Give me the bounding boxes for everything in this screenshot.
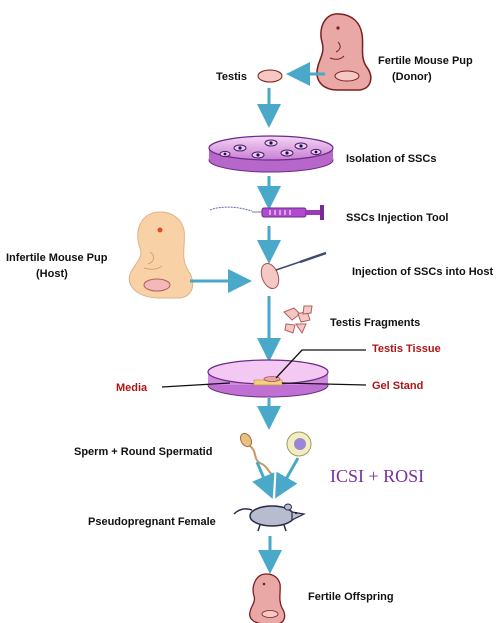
sperm-spermatid-label: Sperm + Round Spermatid (74, 446, 212, 458)
round-spermatid-icon (286, 431, 312, 457)
testis-injection-icon (260, 251, 327, 290)
injection-tool-icon (209, 205, 324, 220)
culture-dish-icon (207, 359, 329, 398)
mouse-icon (233, 503, 306, 532)
testis-tissue-label: Testis Tissue (372, 343, 441, 355)
pointer-gel-stand (281, 382, 367, 386)
injection-tool-label: SSCs Injection Tool (346, 212, 448, 224)
offspring-label: Fertile Offspring (308, 591, 394, 603)
donor-pup-icon (316, 13, 372, 91)
host-label-line1: Infertile Mouse Pup (6, 252, 108, 264)
media-label: Media (116, 382, 148, 394)
pseudopregnant-label: Pseudopregnant Female (88, 516, 216, 528)
icsi-rosi-label: ICSI + ROSI (330, 466, 424, 486)
testis-fragments-icon (283, 305, 313, 335)
isolation-label: Isolation of SSCs (346, 153, 436, 165)
donor-label-line1: Fertile Mouse Pup (378, 55, 473, 67)
testis-label: Testis (216, 71, 247, 83)
offspring-pup-icon (249, 573, 286, 623)
host-pup-icon (128, 211, 194, 299)
injection-into-host-label: Injection of SSCs into Host (352, 266, 494, 278)
pointer-media (161, 382, 231, 388)
host-label-line2: (Host) (36, 268, 68, 280)
sperm-icon (239, 432, 273, 475)
gel-stand-label: Gel Stand (372, 380, 423, 392)
arrow-sperm-to-female (252, 461, 275, 500)
testis-fragments-label: Testis Fragments (330, 317, 420, 329)
pointer-testis-tissue (275, 349, 366, 379)
donor-label-line2: (Donor) (392, 71, 432, 83)
arrow-spermatid-to-female (275, 457, 300, 499)
isolation-dish-icon (208, 135, 334, 173)
testis-icon (257, 69, 283, 83)
